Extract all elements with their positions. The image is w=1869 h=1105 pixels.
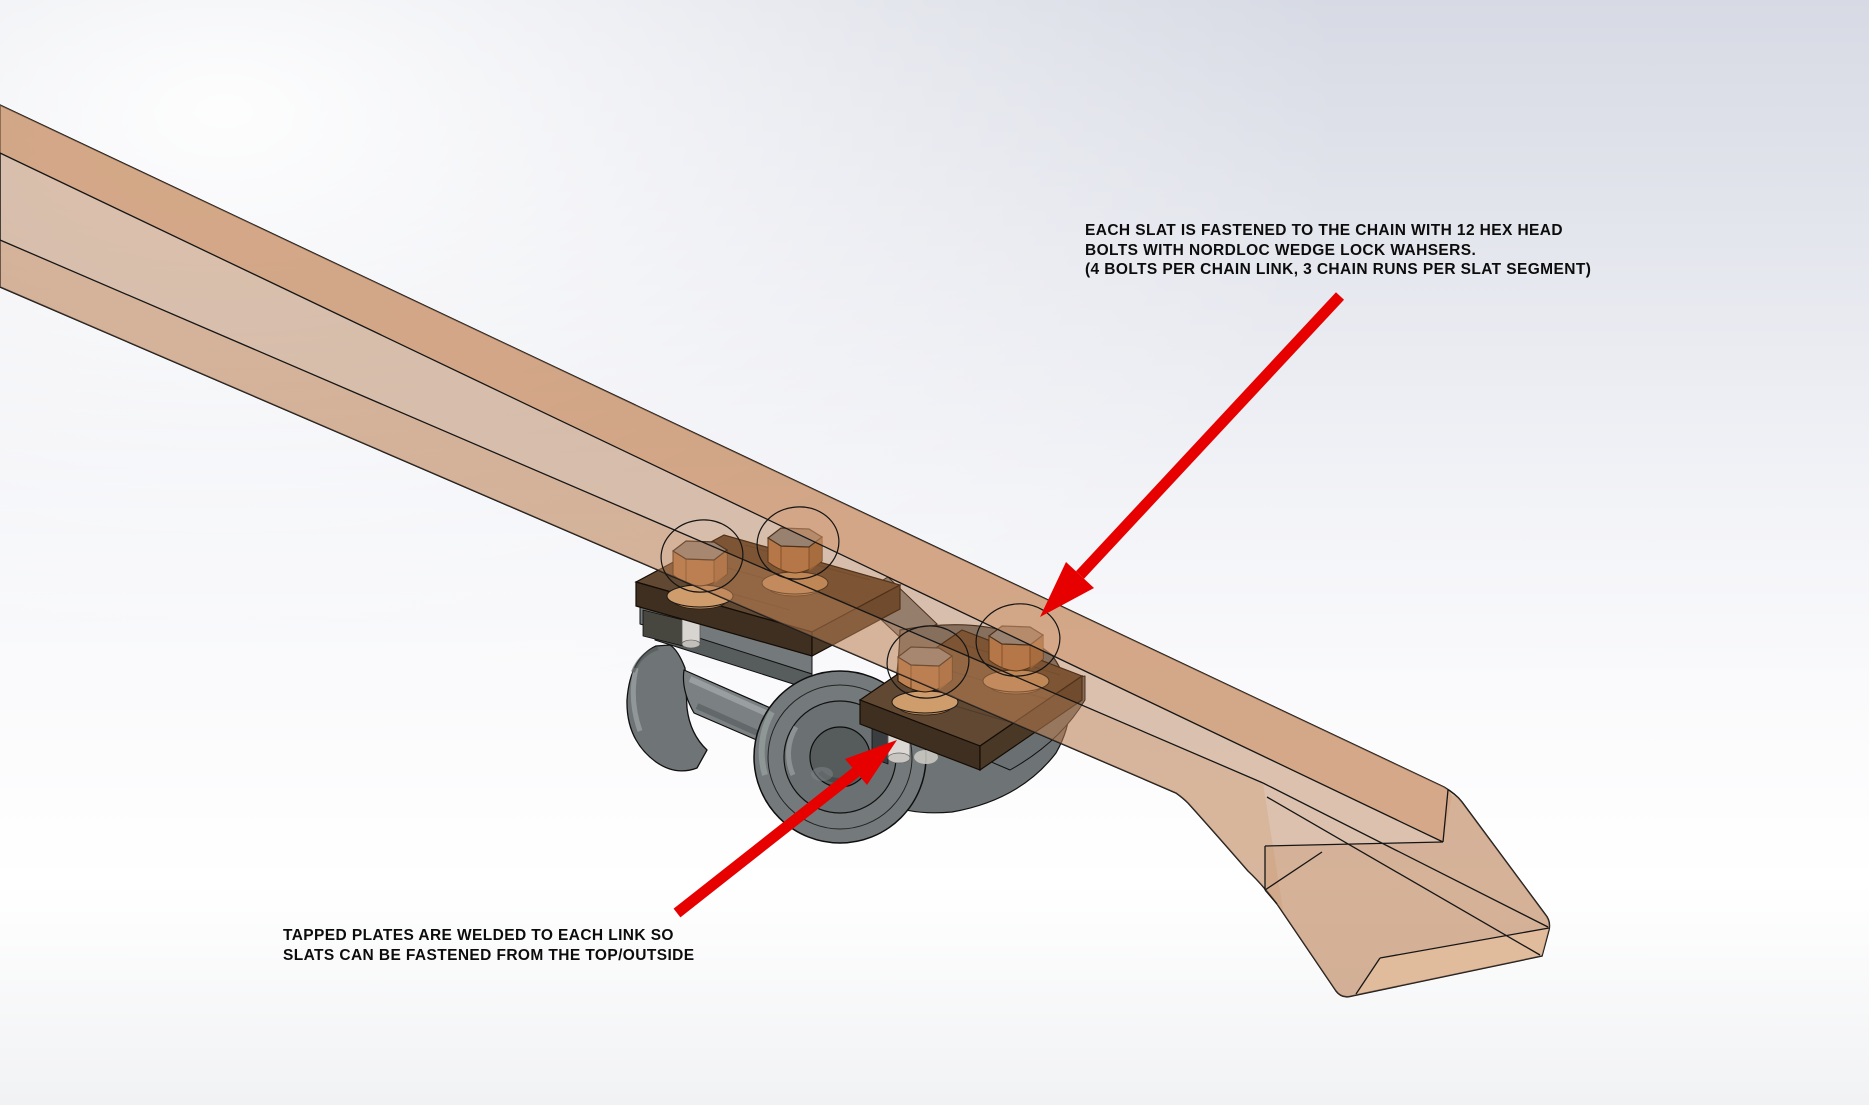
slat-end-bevel: [1356, 928, 1549, 994]
slat: [0, 104, 1551, 998]
plate-annotation-line: TAPPED PLATES ARE WELDED TO EACH LINK SO: [283, 927, 674, 944]
plate-annotation-line: SLATS CAN BE FASTENED FROM THE TOP/OUTSI…: [283, 946, 695, 964]
chain-link-rear-plate: [626, 644, 708, 772]
weld-stud-left: [681, 616, 701, 649]
bolt-annotation-line: EACH SLAT IS FASTENED TO THE CHAIN WITH …: [1085, 222, 1563, 239]
slat-bolt-holes: [660, 506, 1061, 699]
bolt-annotation-line: BOLTS WITH NORDLOC WEDGE LOCK WAHSERS.: [1085, 241, 1477, 259]
slat-top-face: [0, 105, 1452, 842]
slat-edge-lines: [0, 152, 1550, 995]
bolt-annotation-line: (4 BOLTS PER CHAIN LINK, 3 CHAIN RUNS PE…: [1085, 261, 1592, 279]
slat-lower-band: [0, 240, 1283, 910]
leader-arrow-bolts: [1040, 292, 1345, 617]
plate-annotation: TAPPED PLATES ARE WELDED TO EACH LINK SO…: [283, 926, 695, 965]
bolt-annotation: EACH SLAT IS FASTENED TO THE CHAIN WITH …: [1085, 221, 1591, 280]
leader-arrow-plates: [673, 740, 897, 918]
